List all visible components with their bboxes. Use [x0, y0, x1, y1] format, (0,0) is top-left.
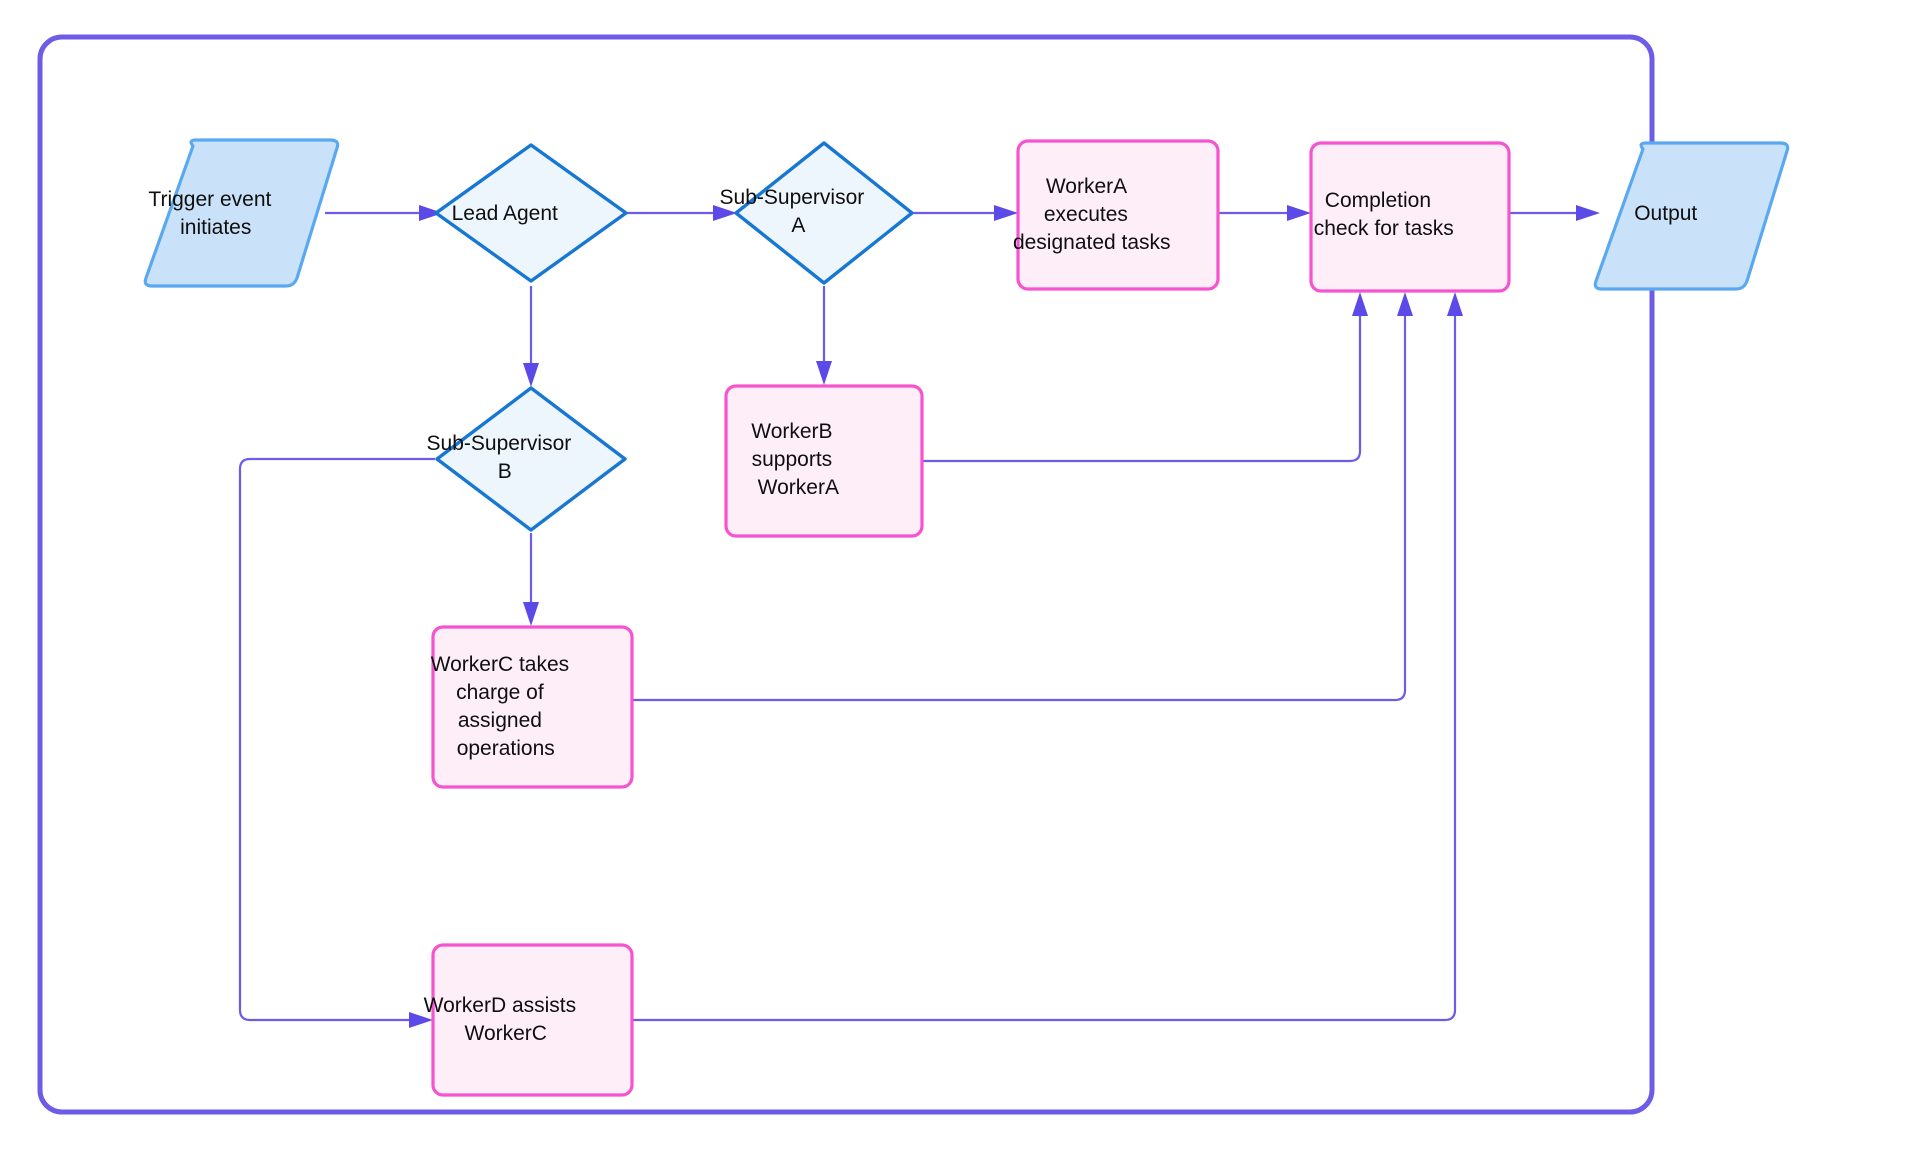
edge-lead-to-suba: [625, 205, 737, 221]
node-layer: Trigger event initiates Lead Agent Sub-S…: [0, 0, 1790, 1097]
completion-check-shape: [1309, 141, 1511, 293]
node-output[interactable]: Output: [0, 0, 1790, 291]
lead-agent-shape: [434, 143, 628, 283]
worker-b-label: WorkerB supports WorkerA: [0, 0, 897, 499]
worker-a-shape: [1016, 139, 1220, 291]
sub-supervisor-a-shape: [734, 141, 914, 285]
edge-workera-to-completion: [1216, 205, 1311, 221]
output-shape: [1593, 141, 1790, 291]
node-sub-supervisor-a[interactable]: Sub-Supervisor A: [0, 0, 928, 285]
sub-supervisor-b-label: Sub-Supervisor B: [0, 0, 635, 483]
sub-supervisor-b-shape: [435, 386, 627, 532]
edge-suba-to-workerb: [816, 286, 832, 385]
node-worker-a[interactable]: WorkerA executes designated tasks: [0, 0, 1223, 291]
edge-subb-to-workerc: [523, 533, 539, 626]
worker-d-label: WorkerD assists WorkerC: [0, 0, 640, 1045]
node-worker-d[interactable]: WorkerD assists WorkerC: [0, 0, 640, 1097]
edge-subb-to-workerd: [238, 457, 435, 1028]
edge-completion-to-output: [1510, 205, 1600, 221]
worker-c-shape: [431, 625, 634, 789]
worker-c-label: WorkerC takes charge of assigned operati…: [0, 0, 633, 760]
edge-suba-to-workera: [910, 205, 1018, 221]
node-sub-supervisor-b[interactable]: Sub-Supervisor B: [0, 0, 635, 532]
edge-workerd-to-completion: [632, 292, 1463, 1022]
trigger-event-label: Trigger event initiates: [0, 0, 336, 239]
sub-supervisor-a-label: Sub-Supervisor A: [0, 0, 928, 237]
worker-a-label: WorkerA executes designated tasks: [0, 0, 1223, 254]
node-worker-c[interactable]: WorkerC takes charge of assigned operati…: [0, 0, 634, 789]
edge-workerb-to-completion: [922, 292, 1368, 463]
trigger-event-shape: [143, 138, 340, 288]
edge-workerc-to-completion: [632, 292, 1413, 702]
output-label: Output: [0, 0, 1750, 225]
node-worker-b[interactable]: WorkerB supports WorkerA: [0, 0, 924, 538]
completion-check-label: Completion check for tasks: [0, 0, 1506, 240]
node-trigger-event[interactable]: Trigger event initiates: [0, 0, 340, 288]
node-lead-agent[interactable]: Lead Agent: [0, 0, 628, 283]
lead-agent-label: Lead Agent: [0, 0, 610, 225]
node-completion-check[interactable]: Completion check for tasks: [0, 0, 1511, 293]
worker-b-shape: [724, 384, 924, 538]
worker-d-shape: [431, 943, 634, 1097]
edge-trigger-to-lead: [325, 205, 443, 221]
diagram-frame: [37, 34, 1655, 1115]
edge-layer: [238, 205, 1600, 1028]
edge-lead-to-subb: [523, 286, 539, 387]
